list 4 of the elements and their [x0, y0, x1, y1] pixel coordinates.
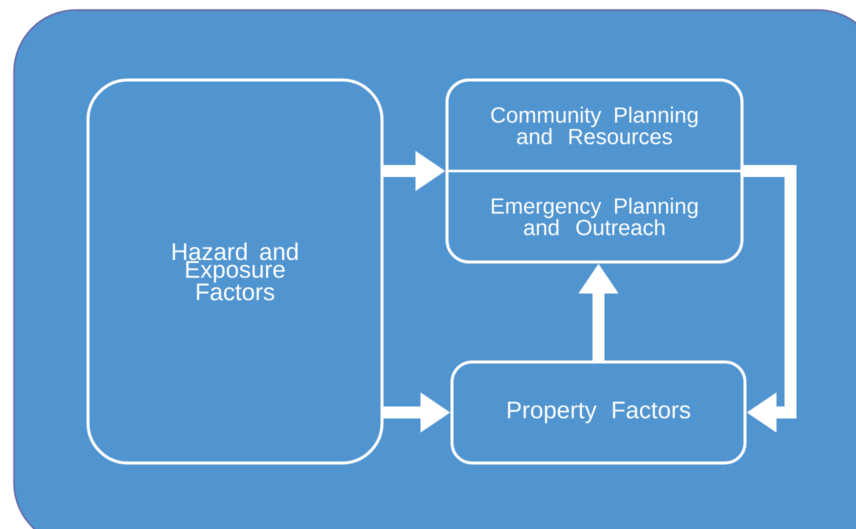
arrow — [744, 164, 796, 433]
process-box: Property Factors — [450, 360, 746, 464]
process-box: Community Planning and Resources Emergency Planning and Outreach — [446, 78, 744, 264]
process-box: Hazard and Exposure Factors — [86, 78, 384, 464]
